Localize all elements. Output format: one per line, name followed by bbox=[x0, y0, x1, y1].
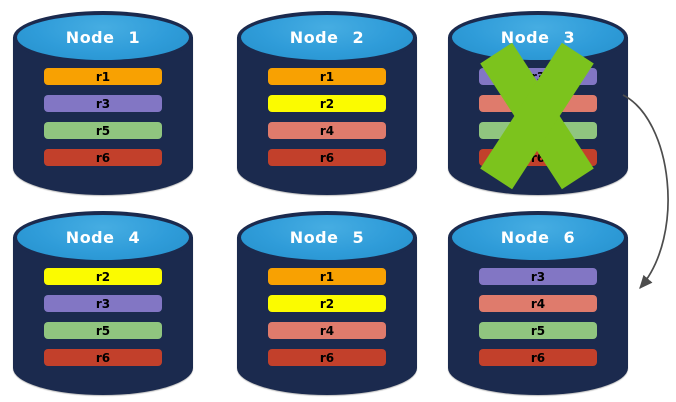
replica-label: r1 bbox=[95, 69, 111, 84]
replica-label: r6 bbox=[530, 350, 546, 365]
replica-bar-r6: r6 bbox=[268, 149, 386, 166]
replica-bar-r1: r1 bbox=[268, 268, 386, 285]
replica-label: r2 bbox=[319, 96, 335, 111]
replica-bar-r6: r6 bbox=[479, 349, 597, 366]
cylinder-top-ellipse bbox=[237, 211, 417, 264]
node-6-cylinder: Node 6 r3 r4 r5 r6 bbox=[448, 211, 628, 395]
replica-label: r6 bbox=[95, 150, 111, 165]
node-4-cylinder: Node 4 r2 r3 r5 r6 bbox=[13, 211, 193, 395]
replica-label: r6 bbox=[95, 350, 111, 365]
node-title-text: Node 5 bbox=[289, 228, 365, 247]
replica-label: r4 bbox=[530, 96, 546, 111]
replica-label: r3 bbox=[95, 296, 111, 311]
replica-label: r4 bbox=[319, 323, 335, 338]
node-title-text: Node 3 bbox=[500, 28, 576, 47]
node-title: Node 4 bbox=[13, 211, 193, 264]
replica-label: r1 bbox=[319, 269, 335, 284]
replica-bar-r5: r5 bbox=[44, 322, 162, 339]
replica-list: r3 r4 r5 r6 bbox=[479, 268, 597, 366]
replica-bar-r2: r2 bbox=[268, 95, 386, 112]
replica-list: r3 r4 r5 r6 bbox=[479, 68, 597, 166]
replica-bar-r6: r6 bbox=[44, 349, 162, 366]
node-title: Node 1 bbox=[13, 11, 193, 64]
replica-label: r5 bbox=[95, 323, 111, 338]
node-2-cylinder: Node 2 r1 r2 r4 r6 bbox=[237, 11, 417, 195]
replica-bar-r1: r1 bbox=[44, 68, 162, 85]
replica-list: r1 r3 r5 r6 bbox=[44, 68, 162, 166]
arrow-path bbox=[622, 94, 669, 290]
replica-bar-r4: r4 bbox=[479, 95, 597, 112]
replica-bar-r4: r4 bbox=[268, 122, 386, 139]
replica-bar-r3: r3 bbox=[44, 295, 162, 312]
node-5-cylinder: Node 5 r1 r2 r4 r6 bbox=[237, 211, 417, 395]
replica-bar-r2: r2 bbox=[268, 295, 386, 312]
cylinder-top-ellipse bbox=[237, 11, 417, 64]
node-title: Node 3 bbox=[448, 11, 628, 64]
replica-bar-r6: r6 bbox=[44, 149, 162, 166]
replica-label: r2 bbox=[319, 296, 335, 311]
replica-label: r6 bbox=[530, 150, 546, 165]
replica-label: r3 bbox=[530, 269, 546, 284]
replica-bar-r5: r5 bbox=[479, 322, 597, 339]
replica-label: r4 bbox=[530, 296, 546, 311]
replica-list: r1 r2 r4 r6 bbox=[268, 68, 386, 166]
replica-list: r1 r2 r4 r6 bbox=[268, 268, 386, 366]
node-title: Node 6 bbox=[448, 211, 628, 264]
replica-bar-r3: r3 bbox=[479, 68, 597, 85]
replica-label: r4 bbox=[319, 123, 335, 138]
replica-label: r6 bbox=[319, 350, 335, 365]
node-title-text: Node 4 bbox=[65, 228, 141, 247]
node-title: Node 2 bbox=[237, 11, 417, 64]
replica-bar-r1: r1 bbox=[268, 68, 386, 85]
replica-bar-r6: r6 bbox=[479, 149, 597, 166]
replica-bar-r3: r3 bbox=[44, 95, 162, 112]
replica-label: r3 bbox=[95, 96, 111, 111]
replica-list: r2 r3 r5 r6 bbox=[44, 268, 162, 366]
replica-label: r3 bbox=[530, 69, 546, 84]
replica-bar-r6: r6 bbox=[268, 349, 386, 366]
node-title-text: Node 2 bbox=[289, 28, 365, 47]
replica-bar-r4: r4 bbox=[268, 322, 386, 339]
node-title-text: Node 6 bbox=[500, 228, 576, 247]
node-title-text: Node 1 bbox=[65, 28, 141, 47]
replica-bar-r5: r5 bbox=[479, 122, 597, 139]
node-title: Node 5 bbox=[237, 211, 417, 264]
replica-bar-r5: r5 bbox=[44, 122, 162, 139]
replica-label: r5 bbox=[530, 123, 546, 138]
replica-label: r1 bbox=[319, 69, 335, 84]
replica-bar-r2: r2 bbox=[44, 268, 162, 285]
cylinder-top-ellipse bbox=[13, 11, 193, 64]
replica-bar-r4: r4 bbox=[479, 295, 597, 312]
replica-label: r6 bbox=[319, 150, 335, 165]
node-1-cylinder: Node 1 r1 r3 r5 r6 bbox=[13, 11, 193, 195]
replica-bar-r3: r3 bbox=[479, 268, 597, 285]
replica-label: r5 bbox=[530, 323, 546, 338]
cylinder-top-ellipse bbox=[13, 211, 193, 264]
node-3-cylinder: Node 3 r3 r4 r5 r6 bbox=[448, 11, 628, 195]
replica-label: r2 bbox=[95, 269, 111, 284]
cylinder-top-ellipse bbox=[448, 211, 628, 264]
replica-label: r5 bbox=[95, 123, 111, 138]
